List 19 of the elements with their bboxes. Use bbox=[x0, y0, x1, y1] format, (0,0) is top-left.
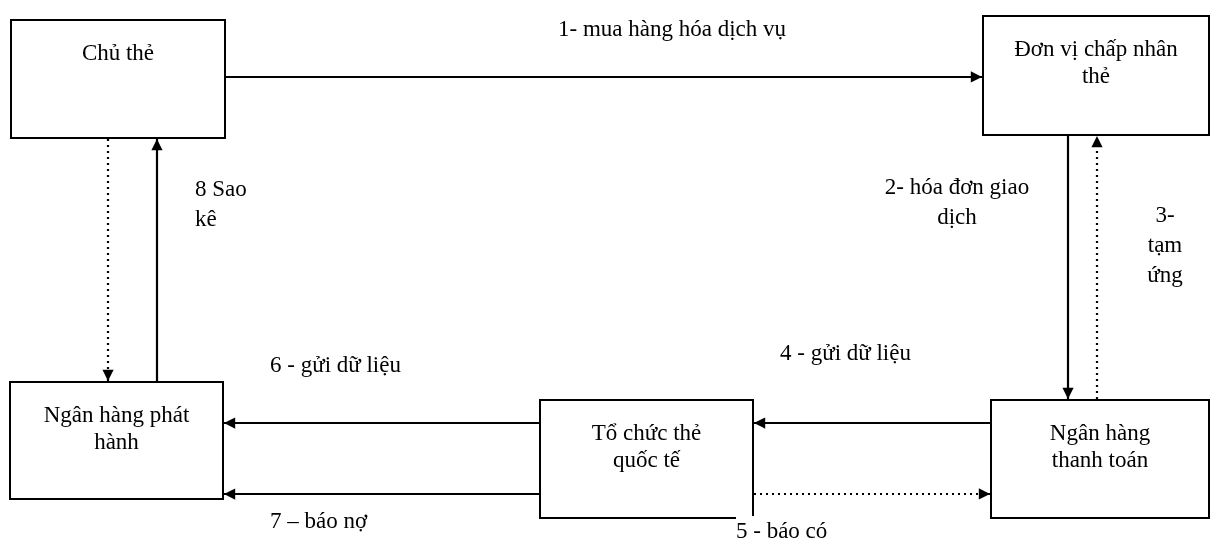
node-label: Tổ chức thẻ quốc tế bbox=[590, 419, 703, 473]
process-box bbox=[990, 399, 1210, 519]
arrow bbox=[102, 139, 114, 381]
arrow bbox=[151, 139, 163, 381]
arrow bbox=[754, 488, 990, 500]
process-box bbox=[539, 399, 754, 519]
arrow bbox=[224, 488, 539, 500]
arrow bbox=[1091, 136, 1103, 399]
process-box bbox=[10, 19, 226, 139]
arrow bbox=[1062, 136, 1074, 399]
process-box bbox=[9, 381, 224, 500]
arrow bbox=[226, 71, 982, 83]
arrow bbox=[754, 417, 990, 429]
arrow bbox=[224, 417, 539, 429]
node-label: Ngân hàng phát hành bbox=[42, 401, 191, 455]
node-label: Đơn vị chấp nhân thẻ bbox=[1013, 35, 1179, 89]
node-label: Ngân hàng thanh toán bbox=[1048, 419, 1152, 473]
node-label: Chủ thẻ bbox=[80, 39, 156, 66]
process-box bbox=[982, 15, 1210, 136]
